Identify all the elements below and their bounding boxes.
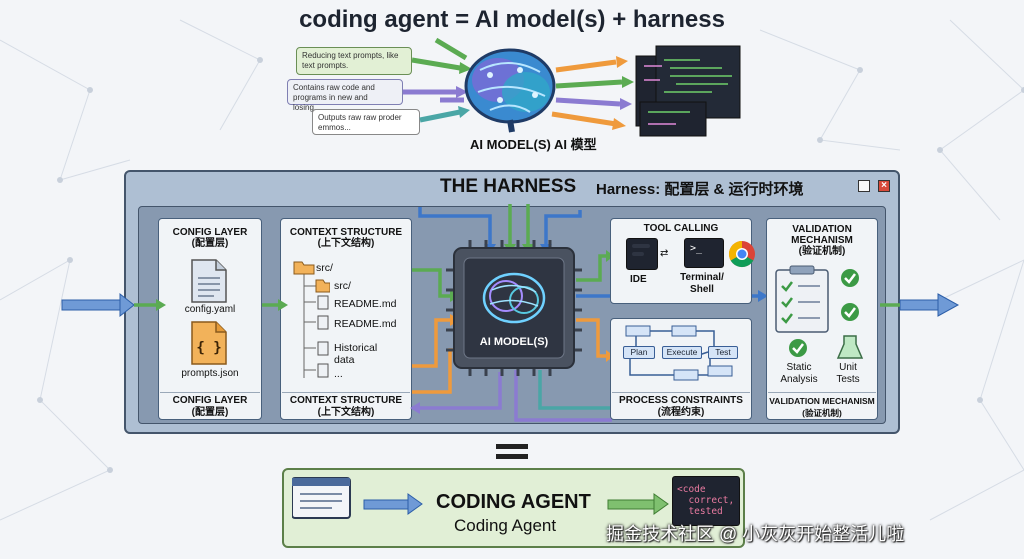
harness-subtitle: Harness: 配置层 & 运行时环境 bbox=[596, 181, 804, 198]
file-icon bbox=[191, 259, 227, 303]
tree-item-readme-2: README.md bbox=[334, 318, 397, 330]
coding-agent-subtitle: Coding Agent bbox=[454, 516, 557, 535]
code-output-terminal bbox=[672, 476, 740, 526]
config-layer-footer: CONFIG LAYER (配置层) bbox=[160, 392, 260, 419]
ai-chip-graphic bbox=[446, 240, 582, 376]
tree-item-src-root: src/ bbox=[316, 262, 333, 274]
folder-icon bbox=[293, 261, 315, 275]
config-layer-panel bbox=[158, 218, 262, 420]
ai-model-core-label: AI MODEL(S) bbox=[479, 336, 549, 348]
file-icon bbox=[317, 295, 329, 310]
config-file-label: config.yaml bbox=[184, 304, 236, 315]
chrome-icon bbox=[728, 240, 755, 268]
input-bubble-1: Reducing text prompts, like text prompts… bbox=[296, 47, 412, 75]
tree-item-src: src/ bbox=[334, 280, 351, 292]
context-structure-title: CONTEXT STRUCTURE (上下文结构) bbox=[289, 227, 403, 249]
tree-graphic bbox=[293, 261, 330, 378]
coding-agent-graphic bbox=[292, 477, 669, 519]
json-braces-glyph: { } bbox=[196, 340, 221, 356]
ide-label: IDE bbox=[630, 274, 647, 285]
watermark: 掘金技术社区 @ 小灰灰开始整活儿啦 bbox=[606, 524, 905, 544]
harness-title: THE HARNESS bbox=[440, 176, 577, 197]
context-structure-panel bbox=[280, 218, 412, 420]
coding-agent-box bbox=[282, 468, 745, 548]
validation-graphic bbox=[775, 265, 864, 359]
file-icon bbox=[317, 315, 329, 330]
equals-sign bbox=[496, 444, 528, 449]
page-title: coding agent = AI model(s) + harness bbox=[299, 6, 725, 33]
tree-item-historical: Historical data bbox=[334, 342, 378, 366]
context-structure-footer: CONTEXT STRUCTURE (上下文结构) bbox=[282, 392, 410, 419]
flask-icon bbox=[836, 335, 864, 359]
code-output-text: <code correct, tested bbox=[677, 484, 735, 517]
tree-item-readme-1: README.md bbox=[334, 298, 397, 310]
static-analysis-label: Static Analysis bbox=[780, 362, 818, 385]
flow-step-test: Test bbox=[708, 346, 738, 359]
terminal-label: Terminal/ Shell bbox=[680, 272, 724, 295]
arrow-in-1 bbox=[411, 57, 461, 71]
unit-tests-label: Unit Tests bbox=[836, 362, 860, 385]
terminal-icon bbox=[684, 238, 724, 268]
check-icon bbox=[841, 303, 859, 321]
process-constraints-footer: PROCESS CONSTRAINTS (流程约束) bbox=[612, 392, 750, 419]
validation-title: VALIDATION MECHANISM (验证机制) bbox=[791, 224, 853, 257]
arrow-in-3 bbox=[419, 109, 461, 123]
validation-footer: VALIDATION MECHANISM (验证机制) bbox=[768, 392, 876, 419]
folder-icon bbox=[315, 279, 330, 293]
close-icon: × bbox=[878, 180, 890, 192]
ai-model-label: AI MODEL(S) AI 模型 bbox=[470, 137, 597, 152]
brain-icon bbox=[482, 272, 546, 324]
minimize-icon bbox=[858, 180, 870, 192]
top-flow-graphic bbox=[403, 37, 741, 137]
flow-step-plan: Plan bbox=[623, 346, 655, 359]
file-icon bbox=[317, 363, 329, 378]
terminal-prompt: >_ bbox=[690, 243, 703, 254]
check-icon bbox=[789, 339, 807, 357]
input-bubble-2: Contains raw code and programs in new an… bbox=[287, 79, 403, 112]
swap-arrows-icon: ⇄ bbox=[660, 248, 669, 259]
tool-calling-title: TOOL CALLING bbox=[643, 223, 719, 234]
flow-step-execute: Execute bbox=[662, 346, 702, 359]
json-file-icon: { } bbox=[191, 321, 227, 365]
input-bubble-3: Outputs raw raw proder emmos... bbox=[312, 109, 420, 135]
config-layer-title: CONFIG LAYER (配置层) bbox=[172, 227, 248, 249]
check-icon bbox=[841, 269, 859, 287]
equals-sign bbox=[496, 454, 528, 459]
brain-icon bbox=[464, 48, 556, 133]
tree-item-more: ... bbox=[334, 368, 343, 380]
prompts-file-label: prompts.json bbox=[181, 368, 239, 379]
coding-agent-title: CODING AGENT bbox=[436, 491, 591, 513]
file-icon bbox=[317, 341, 329, 356]
